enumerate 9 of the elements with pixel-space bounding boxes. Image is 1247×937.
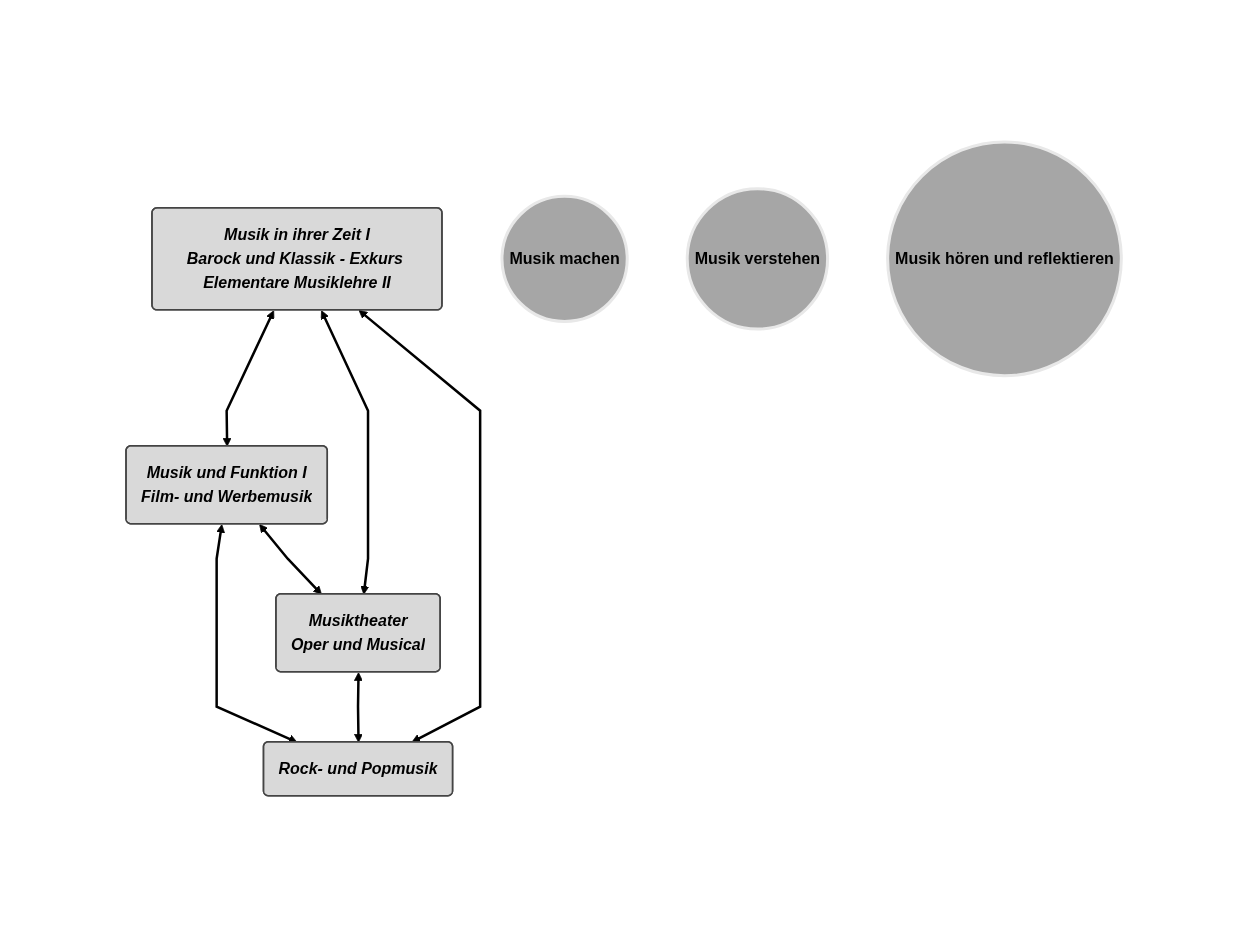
node-circle: Musik machen	[500, 194, 629, 323]
arrow	[353, 671, 363, 743]
node-circle: Musik hören und reflektieren	[885, 140, 1123, 377]
arrow	[215, 523, 298, 743]
arrow	[259, 523, 322, 595]
arrow	[320, 309, 370, 595]
node-circle: Musik verstehen	[685, 186, 829, 331]
arrow	[222, 309, 275, 447]
arrow	[358, 309, 482, 743]
